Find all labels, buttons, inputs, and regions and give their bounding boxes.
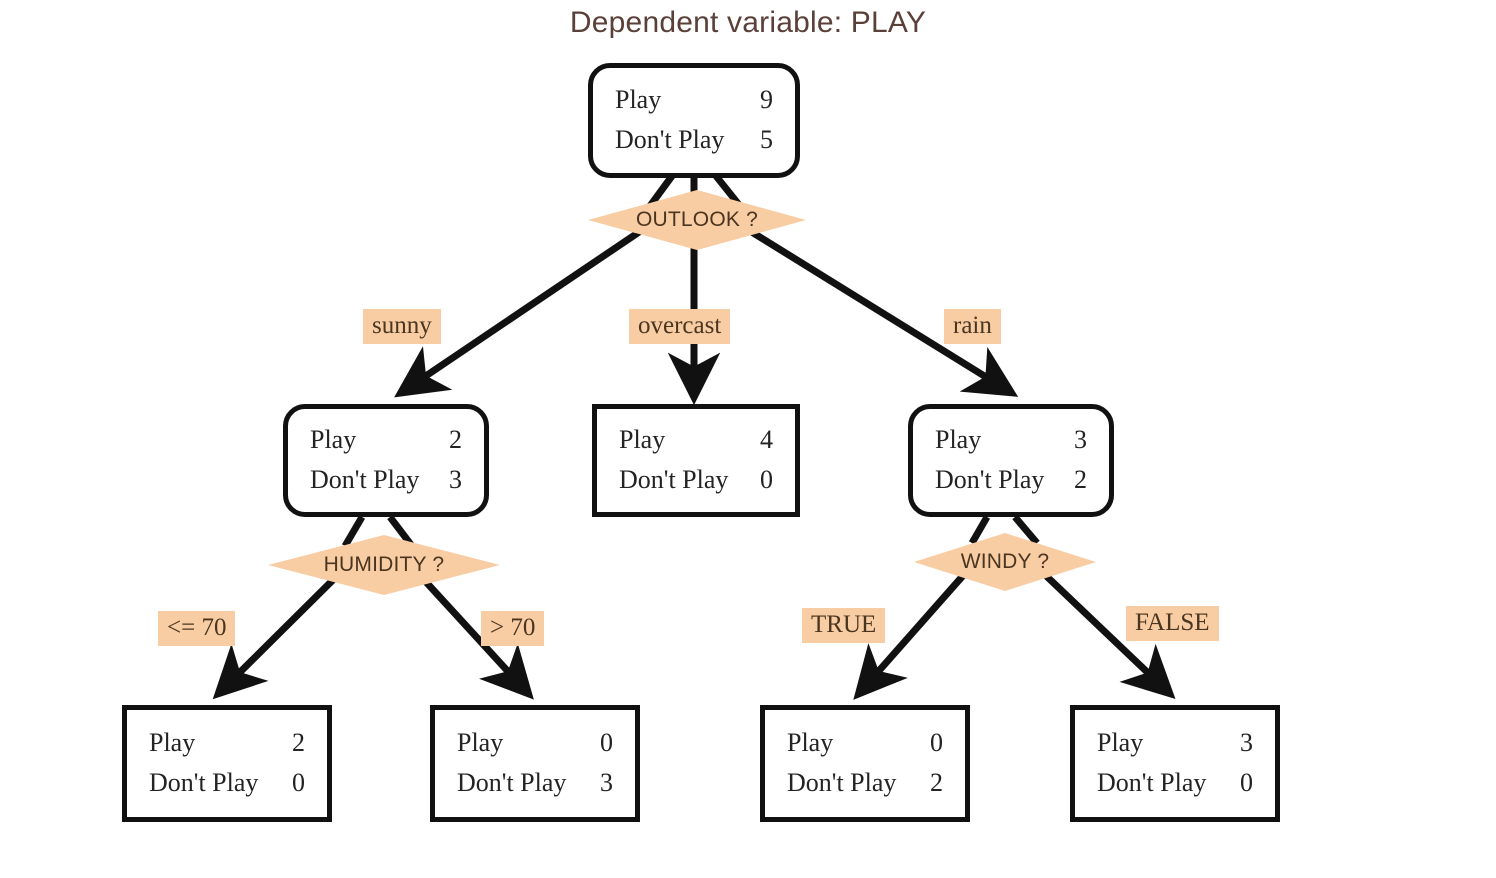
node-le70-play-value: 2 — [292, 728, 305, 758]
node-windytrue-dontplay-label: Don't Play — [787, 768, 897, 797]
node-windyfalse-dontplay-row: Don't Play 0 — [1075, 768, 1275, 799]
node-gt70-dontplay-row: Don't Play 3 — [435, 768, 635, 799]
tree-node-overcast[interactable]: Play 4 Don't Play 0 — [592, 404, 800, 517]
node-gt70-dontplay-value: 3 — [600, 768, 613, 797]
tree-node-windy-true[interactable]: Play 0 Don't Play 2 — [760, 705, 970, 822]
node-le70-dontplay-label: Don't Play — [149, 768, 259, 797]
edge-label-windy-false: FALSE — [1126, 606, 1219, 641]
node-gt70-play-row: Play 0 — [435, 728, 635, 759]
node-windytrue-play-label: Play — [787, 728, 834, 758]
node-overcast-dontplay-value: 0 — [760, 465, 773, 494]
node-root-dontplay-value: 5 — [760, 125, 773, 154]
tree-node-humidity-le70[interactable]: Play 2 Don't Play 0 — [122, 705, 332, 822]
node-rain-dontplay-label: Don't Play — [935, 465, 1045, 494]
page-title: Dependent variable: PLAY — [569, 6, 927, 39]
node-windyfalse-play-value: 3 — [1240, 728, 1253, 758]
node-overcast-dontplay-row: Don't Play 0 — [597, 465, 795, 496]
node-gt70-play-value: 0 — [600, 728, 613, 758]
tree-node-root[interactable]: Play 9 Don't Play 5 — [588, 63, 800, 178]
node-rain-play-label: Play — [935, 425, 982, 455]
node-rain-dontplay-row: Don't Play 2 — [913, 465, 1109, 496]
node-rain-dontplay-value: 2 — [1074, 465, 1087, 494]
node-root-play-value: 9 — [760, 85, 773, 115]
node-root-play-row: Play 9 — [593, 85, 795, 116]
node-sunny-dontplay-row: Don't Play 3 — [288, 465, 484, 496]
tree-node-humidity-gt70[interactable]: Play 0 Don't Play 3 — [430, 705, 640, 822]
node-windyfalse-play-label: Play — [1097, 728, 1144, 758]
split-diamond-outlook[interactable]: OUTLOOK ? — [588, 190, 806, 250]
edge-outlook-rain — [740, 223, 1019, 397]
node-overcast-play-label: Play — [619, 425, 666, 455]
edge-label-overcast: overcast — [629, 309, 731, 344]
node-windyfalse-dontplay-value: 0 — [1240, 768, 1253, 797]
node-le70-dontplay-value: 0 — [292, 768, 305, 797]
split-label-outlook: OUTLOOK ? — [636, 208, 758, 231]
node-root-dontplay-label: Don't Play — [615, 125, 725, 154]
edge-label-humidity-gt70: > 70 — [481, 611, 545, 646]
node-sunny-dontplay-value: 3 — [449, 465, 462, 494]
split-diamond-humidity[interactable]: HUMIDITY ? — [268, 535, 500, 595]
node-gt70-dontplay-label: Don't Play — [457, 768, 567, 797]
node-windyfalse-dontplay-label: Don't Play — [1097, 768, 1207, 797]
node-overcast-play-row: Play 4 — [597, 425, 795, 456]
edge-label-windy-true: TRUE — [802, 608, 886, 643]
node-overcast-play-value: 4 — [760, 425, 773, 455]
edge-outlook-sunny — [394, 223, 650, 398]
node-root-dontplay-row: Don't Play 5 — [593, 125, 795, 156]
node-sunny-play-label: Play — [310, 425, 357, 455]
node-gt70-play-label: Play — [457, 728, 504, 758]
tree-node-rain[interactable]: Play 3 Don't Play 2 — [908, 404, 1114, 517]
split-diamond-windy[interactable]: WINDY ? — [914, 533, 1096, 591]
node-le70-dontplay-row: Don't Play 0 — [127, 768, 327, 799]
node-sunny-play-value: 2 — [449, 425, 462, 455]
edge-label-rain: rain — [944, 309, 1001, 344]
node-le70-play-label: Play — [149, 728, 196, 758]
node-windytrue-play-value: 0 — [930, 728, 943, 758]
edge-label-sunny: sunny — [363, 309, 441, 344]
tree-node-windy-false[interactable]: Play 3 Don't Play 0 — [1070, 705, 1280, 822]
node-le70-play-row: Play 2 — [127, 728, 327, 759]
tree-node-sunny[interactable]: Play 2 Don't Play 3 — [283, 404, 489, 517]
node-root-play-label: Play — [615, 85, 662, 115]
node-rain-play-row: Play 3 — [913, 425, 1109, 456]
split-label-humidity: HUMIDITY ? — [323, 553, 445, 576]
node-rain-play-value: 3 — [1074, 425, 1087, 455]
node-windytrue-dontplay-value: 2 — [930, 768, 943, 797]
node-windytrue-play-row: Play 0 — [765, 728, 965, 759]
node-windytrue-dontplay-row: Don't Play 2 — [765, 768, 965, 799]
node-sunny-dontplay-label: Don't Play — [310, 465, 420, 494]
edge-label-humidity-le70: <= 70 — [158, 611, 236, 646]
node-sunny-play-row: Play 2 — [288, 425, 484, 456]
node-windyfalse-play-row: Play 3 — [1075, 728, 1275, 759]
node-overcast-dontplay-label: Don't Play — [619, 465, 729, 494]
split-label-windy: WINDY ? — [960, 550, 1050, 573]
